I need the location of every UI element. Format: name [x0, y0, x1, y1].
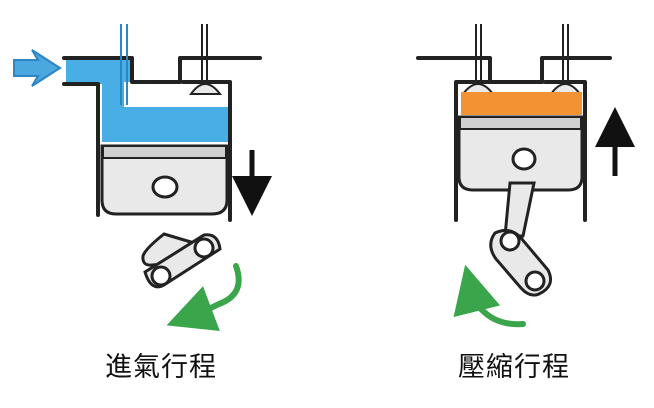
intake-valve-stem — [120, 24, 128, 105]
crankshaft-left — [193, 237, 215, 259]
crank-pin-left — [150, 265, 172, 287]
connecting-rod-right — [503, 181, 536, 238]
intake-stroke-caption: 進氣行程 — [105, 352, 217, 383]
piston-ring-right — [459, 116, 582, 130]
cylinder-outline-right — [416, 56, 612, 222]
intake-stroke-panel — [13, 24, 272, 332]
piston-ring-left — [102, 145, 227, 159]
wrist-pin-left — [151, 175, 179, 199]
compression-stroke-caption: 壓縮行程 — [458, 352, 570, 383]
exhaust-valve — [189, 24, 223, 95]
wrist-pin-right — [511, 147, 537, 171]
compression-stroke-panel — [416, 24, 635, 328]
crank-rotation-arrow-right — [453, 264, 526, 328]
crank-rotation-arrow-left — [166, 263, 242, 332]
crankshaft-right — [524, 270, 546, 292]
intake-gas-fill — [66, 58, 232, 142]
cylinder-outline-left — [62, 56, 262, 222]
crank-pin-right — [499, 230, 521, 252]
compressed-gas-fill — [461, 92, 582, 115]
intake-arrow — [13, 49, 62, 87]
